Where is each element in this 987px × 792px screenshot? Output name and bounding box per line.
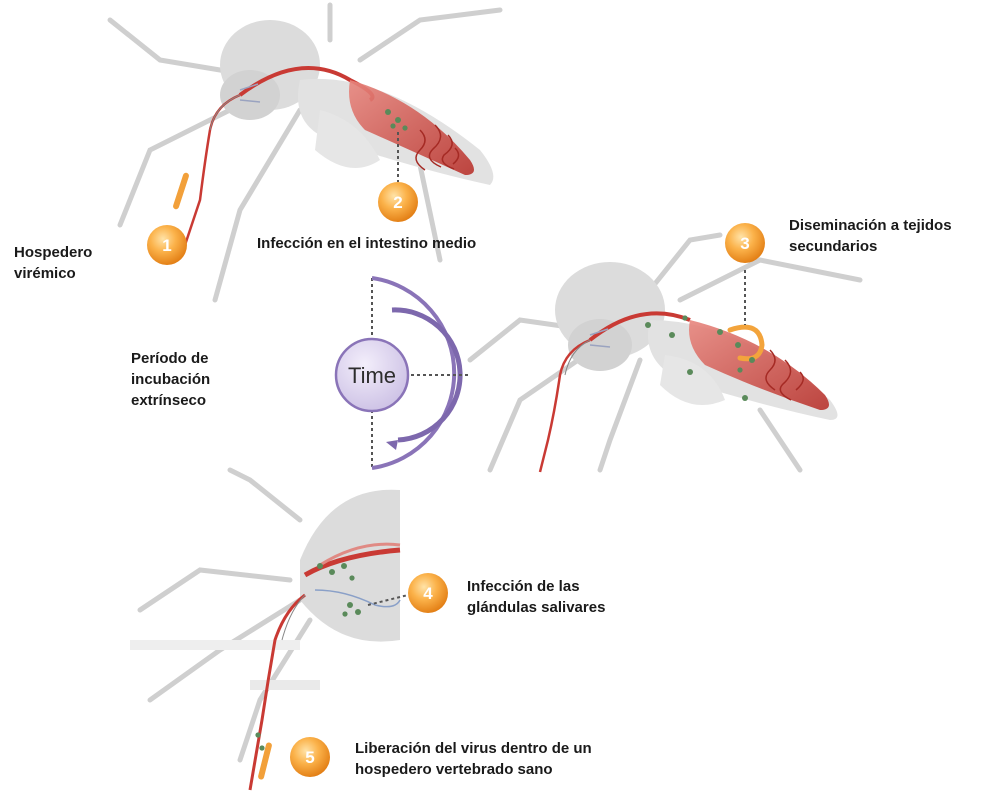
label-step1-line1: Hospedero xyxy=(14,242,92,263)
badge-4: 4 xyxy=(408,573,448,613)
label-incubation: Período de incubación extrínseco xyxy=(131,348,210,411)
label-step3: Diseminación a tejidos secundarios xyxy=(789,215,952,257)
label-step1-line2: virémico xyxy=(14,263,92,284)
label-incubation-line2: incubación xyxy=(131,369,210,390)
badge-5-number: 5 xyxy=(305,748,314,767)
badge-5: 5 xyxy=(290,737,330,777)
label-step3-line1: Diseminación a tejidos xyxy=(789,215,952,236)
label-step4-line1: Infección de las xyxy=(467,576,605,597)
label-step5: Liberación del virus dentro de un hosped… xyxy=(355,738,592,780)
label-step5-line1: Liberación del virus dentro de un xyxy=(355,738,592,759)
label-step2: Infección en el intestino medio xyxy=(257,233,476,254)
label-step1: Hospedero virémico xyxy=(14,242,92,284)
time-label: Time xyxy=(348,363,396,388)
label-step4: Infección de las glándulas salivares xyxy=(467,576,605,618)
label-step2-line1: Infección en el intestino medio xyxy=(257,233,476,254)
badge-2: 2 xyxy=(378,182,418,222)
label-step3-line2: secundarios xyxy=(789,236,952,257)
badge-3-number: 3 xyxy=(740,234,749,253)
label-step5-line2: hospedero vertebrado sano xyxy=(355,759,592,780)
badge-1: 1 xyxy=(147,225,187,265)
badge-3: 3 xyxy=(725,223,765,263)
badge-4-number: 4 xyxy=(423,584,433,603)
label-incubation-line1: Período de xyxy=(131,348,210,369)
time-element: Time xyxy=(336,278,470,468)
badge-1-number: 1 xyxy=(162,236,171,255)
mosquito-middle xyxy=(470,235,860,472)
badge-2-number: 2 xyxy=(393,193,402,212)
label-incubation-line3: extrínseco xyxy=(131,390,210,411)
label-step4-line2: glándulas salivares xyxy=(467,597,605,618)
